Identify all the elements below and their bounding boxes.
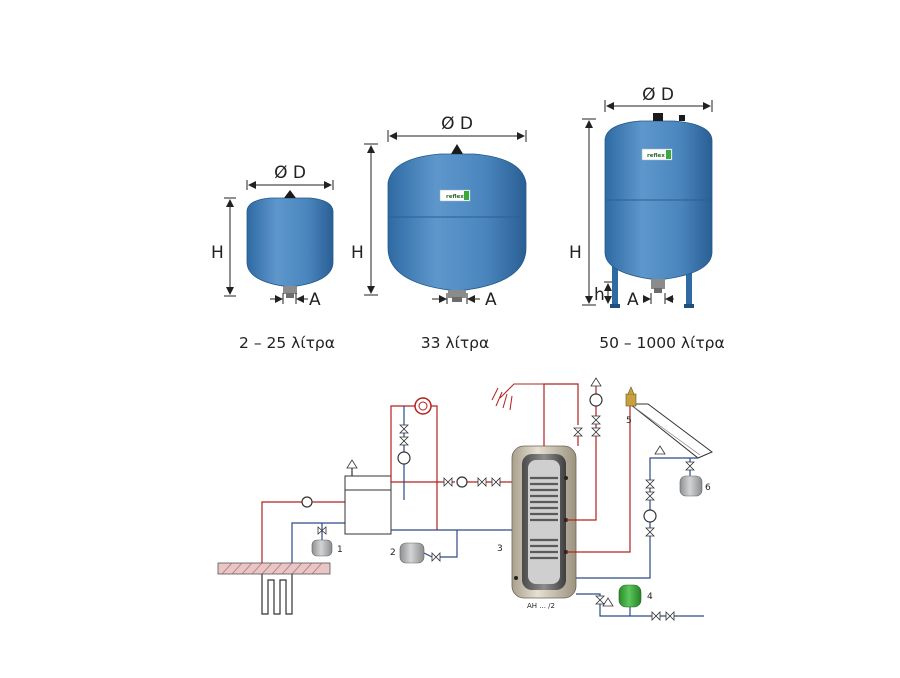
vessel-medium-body [387,153,527,292]
valve-icon [645,491,655,501]
height-label: H [569,243,582,263]
safety-valve-icon [602,597,614,607]
valve-icon [591,415,601,425]
vessel-large-leg [612,262,618,308]
safety-valve-icon [346,459,358,469]
vessel-small-top-valve [284,190,296,198]
valve-icon [685,461,695,471]
valve-icon [399,424,409,434]
solar-collector [628,403,713,459]
vessel-large-leg [686,262,692,308]
storage-tank-label: AH ... /2 [527,602,555,610]
valve-icon [651,611,661,621]
heater-coil-icon [414,397,432,415]
safety-valve-icon [590,377,602,387]
valve-icon [399,436,409,446]
shower-icon [491,383,544,411]
valve-icon [665,611,675,621]
pump-icon [643,509,657,523]
vessel-logo: reflex [647,153,665,159]
vessel-logo: reflex [446,194,464,200]
diameter-label: Ø D [441,114,473,134]
pump-icon [301,496,313,508]
connection-label: A [627,290,639,310]
vessel-small-connection [283,286,297,294]
vessel-medium: reflex Ø D H A 33 λίτρα [351,114,527,352]
pump-icon [397,451,411,465]
heat-exchanger-coil [530,476,558,560]
component-number: 3 [497,544,503,554]
safety-valve-icon [654,445,666,455]
vessel-large-logo-plate [641,148,673,161]
expansion-vessel-2 [399,542,425,564]
vessel-medium-logo-plate [439,189,471,202]
vessel-medium-caption: 33 λίτρα [421,334,489,352]
vessel-large-connection [651,279,665,289]
component-number: 5 [626,416,632,426]
vessel-small-caption: 2 – 25 λίτρα [239,334,335,352]
expansion-vessel-4 [618,584,642,608]
component-number: 6 [705,483,711,493]
diameter-label: Ø D [274,163,306,183]
valve-icon [431,552,441,562]
component-number: 2 [390,548,396,558]
component-number: 1 [337,545,343,555]
expansion-vessel-6 [679,475,703,497]
component-number: 4 [647,592,653,602]
valve-icon [591,427,601,437]
connection-label: A [309,290,321,310]
boiler [344,475,392,535]
expansion-vessel-1 [311,539,333,557]
height-label: H [211,243,224,263]
vessel-small-body [246,197,334,288]
valve-icon [317,526,327,535]
vessel-small: Ø D H A 2 – 25 λίτρα [211,163,335,352]
leg-height-label: h [594,285,605,305]
valve-icon [443,477,453,487]
floor-slab [217,562,331,575]
valve-icon [477,477,487,487]
valve-icon [645,527,655,537]
vessel-medium-connection [448,290,466,298]
heating-schematic [217,377,713,621]
pump-icon [456,476,468,488]
valve-icon [491,477,501,487]
valve-icon [645,479,655,489]
pump-icon [589,393,603,407]
vessel-medium-top-valve [451,144,463,154]
connection-label: A [485,290,497,310]
height-label: H [351,243,364,263]
valve-icon [573,427,583,437]
vessel-large-caption: 50 – 1000 λίτρα [599,334,725,352]
underfloor-loop [261,574,293,615]
air-vent [625,393,637,407]
diameter-label: Ø D [642,85,674,105]
valve-icon [595,595,605,605]
vessel-large: reflex Ø D H h A 50 – 1000 λίτρα [569,85,725,352]
